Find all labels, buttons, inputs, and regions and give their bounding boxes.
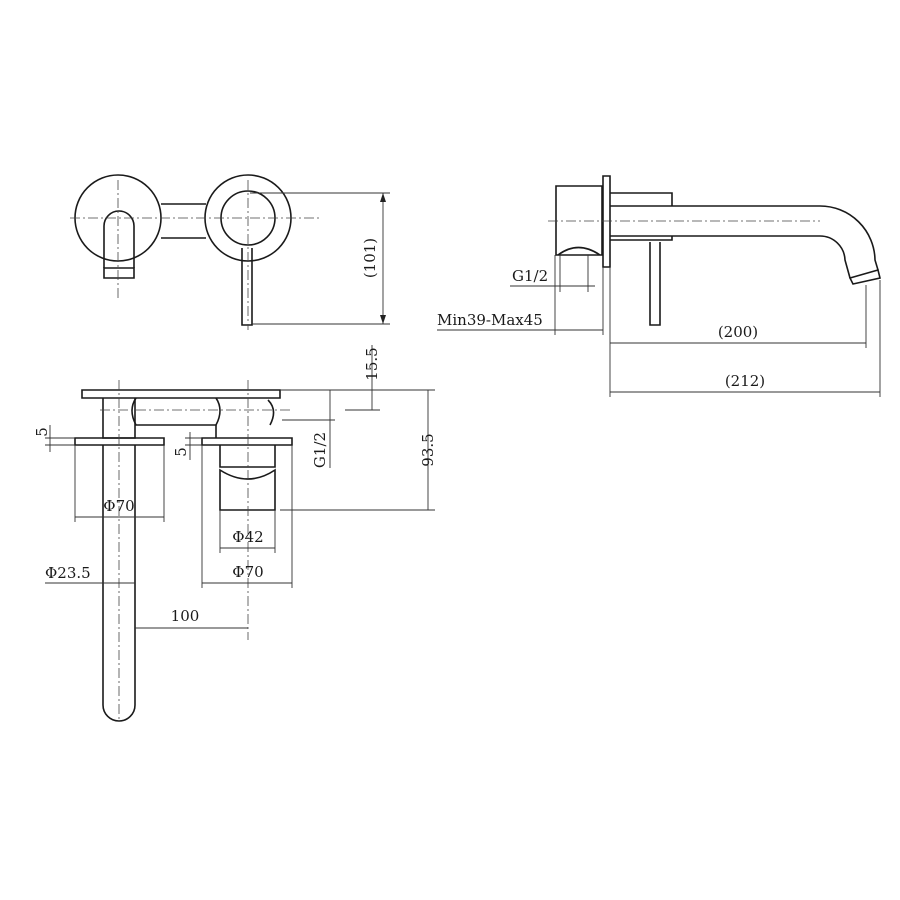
side-view: G1/2 Min39-Max45 (200) (212)	[437, 175, 881, 397]
total-reach-dim: (212)	[725, 372, 765, 390]
handle-plate-diameter: Φ70	[232, 563, 263, 581]
front-view: (101)	[70, 174, 390, 330]
handle-lever	[241, 248, 253, 326]
wall-depth-dim: Min39-Max45	[437, 311, 543, 329]
spout-reach-dim: (200)	[718, 323, 758, 341]
top-offset-dim: 15.5	[363, 347, 381, 380]
connecting-pipe	[161, 203, 206, 239]
handle-plate	[201, 437, 293, 446]
left-plate-thickness: 5	[33, 427, 51, 437]
depth-dim: 93.5	[419, 433, 437, 466]
spout-collar	[610, 192, 673, 241]
spout-diameter: Φ23.5	[45, 564, 91, 582]
spout-plate	[74, 437, 165, 446]
side-wall-plate	[602, 175, 611, 268]
plan-view: Φ70 Φ42 Φ70 Φ23.5 100 93.5 15.5 G1/2 5 5	[33, 345, 437, 722]
spout-tip	[848, 269, 881, 285]
spout-side	[610, 205, 879, 279]
side-handle	[649, 242, 661, 326]
right-plate-thickness: 5	[172, 447, 190, 457]
center-distance: 100	[171, 607, 200, 625]
plan-thread-dim: G1/2	[311, 432, 329, 468]
mixer-body	[131, 397, 221, 426]
in-wall-body	[555, 185, 603, 256]
cartridge-diameter: Φ42	[232, 528, 263, 546]
cartridge-sleeve	[219, 445, 276, 468]
cartridge	[219, 468, 276, 511]
spout-plate-diameter: Φ70	[103, 497, 134, 515]
spout-front	[103, 210, 135, 268]
spout-pipe	[102, 445, 136, 722]
spout-outlet	[103, 267, 135, 279]
height-dim-label: (101)	[361, 238, 379, 278]
top-plate	[81, 389, 281, 399]
side-thread-dim: G1/2	[512, 267, 548, 285]
